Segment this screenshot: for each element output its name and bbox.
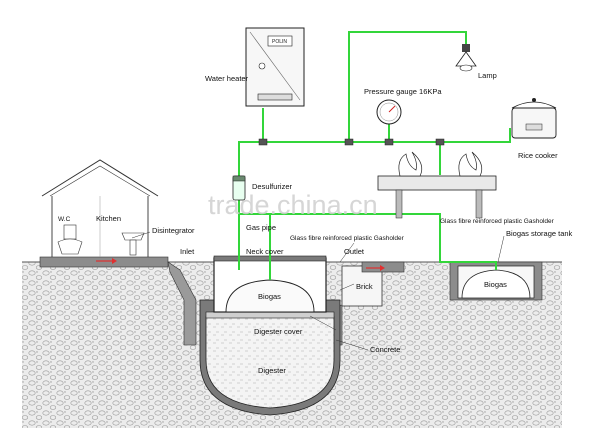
gas-pipe-label: Gas pipe (246, 223, 276, 232)
sink-icon (121, 232, 145, 256)
kitchen-prefix-label: W.C (58, 216, 71, 223)
toilet-icon (57, 224, 83, 255)
flow-arrows (96, 258, 385, 271)
disintegrator-label: Disintegrator (152, 226, 195, 235)
watermark-text: trade.china.cn (208, 190, 378, 220)
leader-lines (131, 231, 505, 351)
gasholder-storage-label: Glass fibre reinforced plastic Gasholder (440, 218, 555, 225)
kitchen-house (41, 159, 159, 257)
lamp-icon (455, 44, 477, 72)
lamp-label: Lamp (478, 71, 497, 80)
gasholder-main-label: Glass fibre reinforced plastic Gasholder (290, 235, 405, 242)
inlet-channel (39, 256, 197, 346)
inlet-label: Inlet (180, 247, 195, 256)
rice-cooker-label: Rice cooker (518, 151, 558, 160)
outlet-label: Outlet (344, 247, 365, 256)
pipe-fittings (258, 138, 445, 146)
desulfurizer-label: Desulfurizer (252, 182, 293, 191)
water-heater-icon (245, 27, 305, 107)
heater-brand-label: POLIN (272, 39, 287, 45)
digester-cover-label: Digester cover (254, 327, 303, 336)
digester-label: Digester (258, 366, 286, 375)
rice-cooker-icon (511, 98, 557, 139)
kitchen-label: Kitchen (96, 214, 121, 223)
water-heater-label: Water heater (205, 74, 249, 83)
neck-cover-label: Neck cover (246, 247, 284, 256)
pressure-gauge-icon (376, 99, 402, 125)
desulfurizer-icon (232, 175, 246, 201)
gas-stove-icon (377, 151, 497, 219)
biogas-storage-tank-label: Biogas storage tank (506, 229, 573, 238)
digester (199, 255, 341, 416)
brick-label: Brick (356, 282, 373, 291)
pressure-gauge-label: Pressure gauge 16KPa (364, 87, 442, 96)
concrete-label: Concrete (370, 345, 400, 354)
gas-pipe-network (238, 31, 511, 280)
biogas-tank-label: Biogas (484, 280, 507, 289)
biogas-dome-label: Biogas (258, 292, 281, 301)
